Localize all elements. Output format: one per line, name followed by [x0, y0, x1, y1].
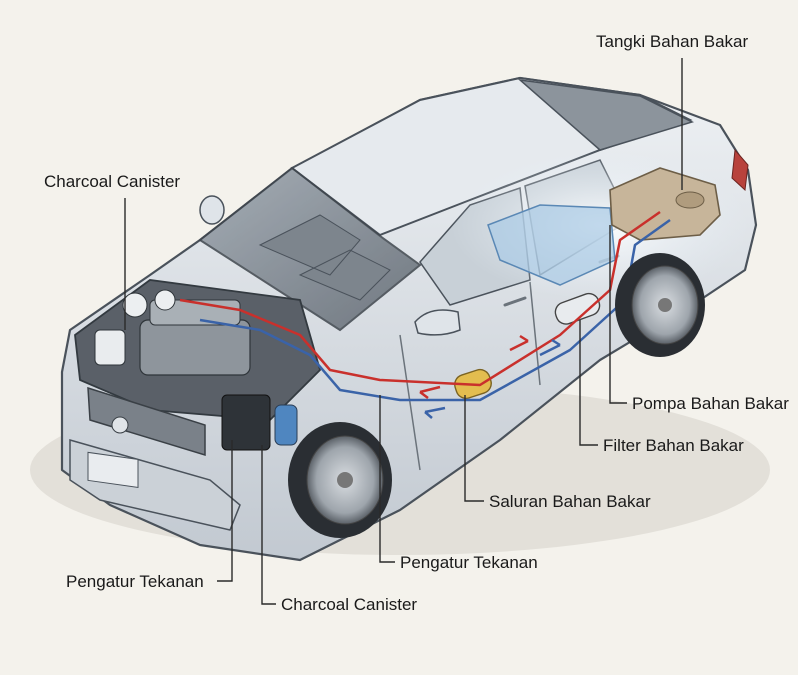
front-grille [87, 386, 206, 457]
fuel-tank-cap [675, 191, 705, 209]
label-pressure-regulator-right: Pengatur Tekanan [400, 553, 538, 572]
door-handle-front [503, 296, 527, 307]
tail-light [731, 148, 749, 192]
label-fuel-line: Saluran Bahan Bakar [489, 492, 651, 511]
label-fuel-filter: Filter Bahan Bakar [603, 436, 744, 455]
leader-lines [124, 58, 683, 605]
label-pressure-regulator-left: Pengatur Tekanan [66, 572, 204, 591]
license-plate [87, 451, 139, 488]
return-arrow-2 [424, 406, 446, 419]
rear-window [517, 78, 695, 151]
leader-regulator-left [217, 440, 233, 582]
door-line-front [399, 334, 421, 471]
leader-filter [579, 320, 598, 446]
side-mirror-left [199, 195, 225, 225]
label-charcoal-canister-bottom: Charcoal Canister [281, 595, 418, 614]
leader-pump [609, 225, 627, 404]
leader-regulator-right [379, 395, 395, 563]
leader-line [464, 395, 484, 502]
leader-charcoal-bottom [261, 445, 276, 605]
return-arrow-1 [539, 338, 561, 357]
rear-wheel [615, 253, 705, 357]
engine-block [94, 289, 298, 451]
fuel-tank-shape [609, 167, 721, 241]
front-wheel [288, 422, 392, 538]
supply-arrow-1 [419, 385, 441, 399]
interior-seats [258, 214, 391, 301]
side-mirror-right [414, 309, 461, 336]
label-fuel-pump: Pompa Bahan Bakar [632, 394, 789, 413]
fuel-supply-line [179, 210, 661, 387]
label-charcoal-canister-top: Charcoal Canister [44, 172, 181, 191]
front-emblem [111, 416, 129, 434]
label-fuel-tank: Tangki Bahan Bakar [596, 32, 749, 51]
supply-arrow-2 [509, 334, 529, 352]
